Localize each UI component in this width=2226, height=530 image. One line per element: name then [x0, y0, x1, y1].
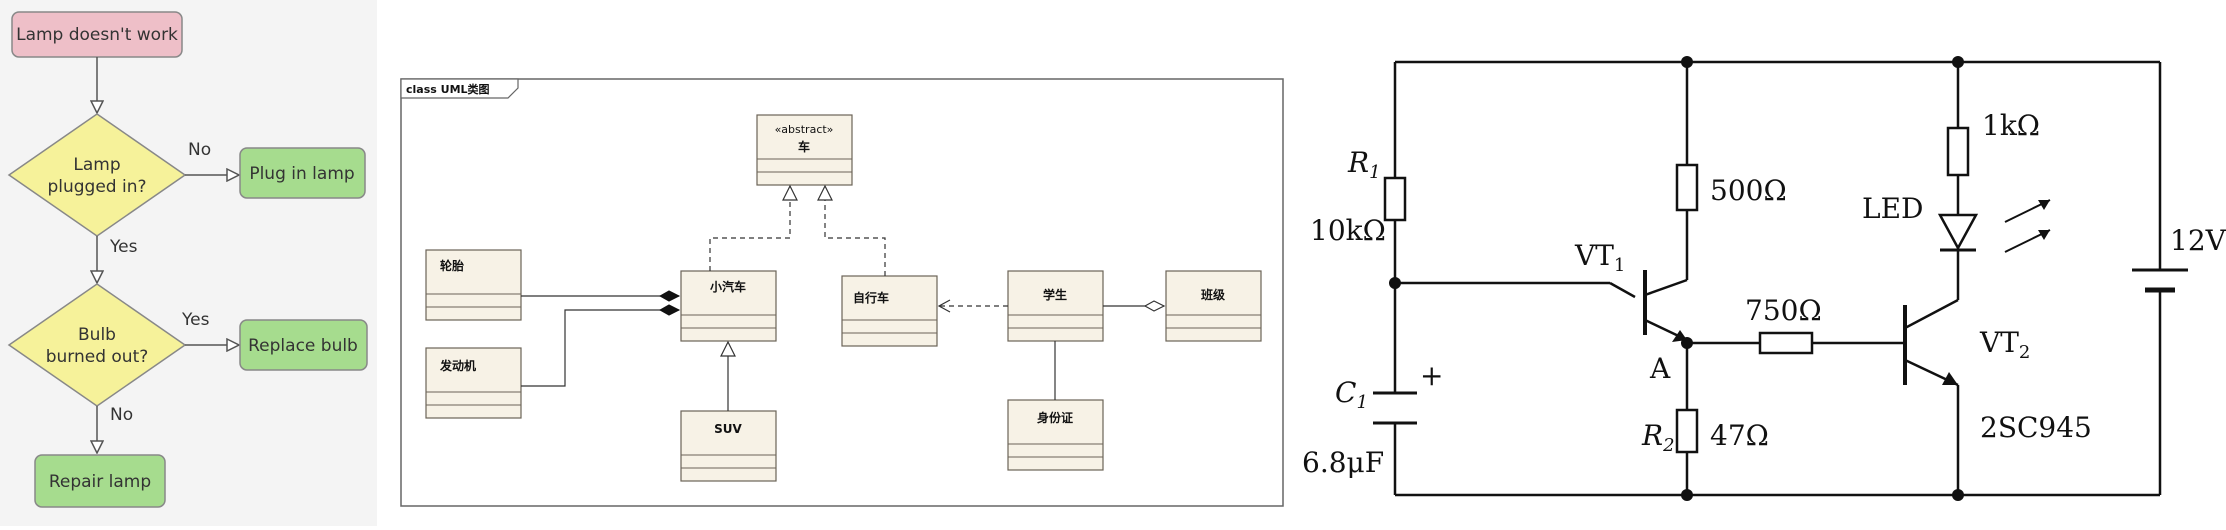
flowchart-panel: Lamp doesn't work Lamp plugged in? No Pl… [0, 0, 377, 526]
class-engine [425, 347, 522, 419]
r500-value: 500Ω [1710, 174, 1787, 207]
r2-name: R2 [1641, 419, 1675, 456]
decision2-yes-label: Yes [181, 310, 210, 330]
circuit-wires [1393, 60, 2162, 497]
class-car [680, 270, 777, 342]
uml-frame-label: class UML类图 [406, 82, 490, 96]
class-abstract-name: 车 [798, 139, 810, 154]
led-light-arrowhead-1 [2038, 200, 2050, 210]
r1-value: 10kΩ [1310, 214, 1386, 247]
decision1-yes-label: Yes [109, 237, 138, 257]
action2-node [239, 319, 368, 371]
vt2-emitter-arrow [1942, 372, 1958, 385]
class-car-name: 小汽车 [710, 279, 746, 294]
vt1-name: VT1 [1574, 239, 1625, 276]
action1-node [239, 147, 366, 199]
relation-engine-car [521, 310, 679, 387]
class-bicycle-name: 自行车 [853, 290, 889, 305]
c1-plus: + [1420, 359, 1443, 392]
r1-name: R1 [1347, 146, 1381, 183]
class-id-card-name: 身份证 [1037, 410, 1073, 425]
flowchart-svg: Lamp doesn't work Lamp plugged in? No Pl… [7, 11, 368, 508]
led-diode-icon [1937, 213, 1979, 251]
vt2-name: VT2 [1979, 326, 2030, 363]
action1-label: Plug in lamp [249, 164, 354, 184]
resistor-500 [1675, 163, 1699, 212]
class-suv [680, 410, 777, 482]
resistor-r2 [1675, 408, 1699, 454]
class-tire-name: 轮胎 [440, 258, 464, 273]
decision2-node [7, 283, 187, 407]
led-light-arrowhead-2 [2038, 230, 2050, 240]
class-klass-name: 班级 [1201, 287, 1225, 302]
action2-label: Replace bulb [248, 336, 358, 356]
r750-value: 750Ω [1745, 294, 1822, 327]
circuit-svg: R1 10kΩ 500Ω 1kΩ LED 12V VT1 750Ω VT2 A … [1302, 56, 2226, 501]
action3-node [34, 454, 166, 508]
class-engine-name: 发动机 [439, 358, 476, 373]
resistor-1k [1946, 126, 1970, 177]
r1k-value: 1kΩ [1982, 109, 2040, 142]
relation-car-abstract [709, 187, 790, 271]
vt2-part-label: 2SC945 [1980, 411, 2092, 444]
class-suv-name: SUV [714, 422, 742, 436]
uml-panel: class UML类图 «abstract» 车 轮胎 发动机 小汽车 SUV … [400, 78, 1285, 508]
c1-name: C1 [1335, 376, 1368, 413]
decision2-label-line1: Bulb [78, 325, 116, 345]
relation-bicycle-abstract [825, 187, 886, 276]
class-bicycle [841, 275, 938, 347]
decision1-label-line2: plugged in? [47, 177, 146, 197]
uml-frame-tab [400, 78, 519, 99]
class-tire [425, 249, 522, 321]
class-id-card [1007, 399, 1104, 471]
r2-value: 47Ω [1710, 419, 1769, 452]
resistor-r1 [1383, 176, 1407, 222]
c1-value: 6.8μF [1302, 446, 1384, 479]
class-klass [1165, 270, 1262, 342]
decision2-label-line2: burned out? [46, 347, 149, 367]
uml-svg: class UML类图 «abstract» 车 轮胎 发动机 小汽车 SUV … [400, 78, 1284, 507]
circuit-panel: R1 10kΩ 500Ω 1kΩ LED 12V VT1 750Ω VT2 A … [1290, 0, 2226, 526]
class-student-name: 学生 [1043, 287, 1067, 302]
class-student [1007, 270, 1104, 342]
decision1-node [7, 113, 187, 237]
decision2-no-label: No [110, 405, 133, 425]
start-node-label: Lamp doesn't work [16, 25, 178, 45]
resistor-750 [1758, 331, 1814, 355]
led-label: LED [1862, 192, 1923, 225]
decision1-label-line1: Lamp [73, 155, 120, 175]
node-a-label: A [1649, 352, 1671, 385]
class-abstract-stereotype: «abstract» [775, 123, 834, 136]
decision1-no-label: No [188, 140, 211, 160]
supply-label: 12V [2170, 224, 2226, 257]
class-abstract-vehicle [756, 114, 853, 186]
action3-label: Repair lamp [49, 472, 151, 492]
junction-dots [1389, 56, 1964, 501]
